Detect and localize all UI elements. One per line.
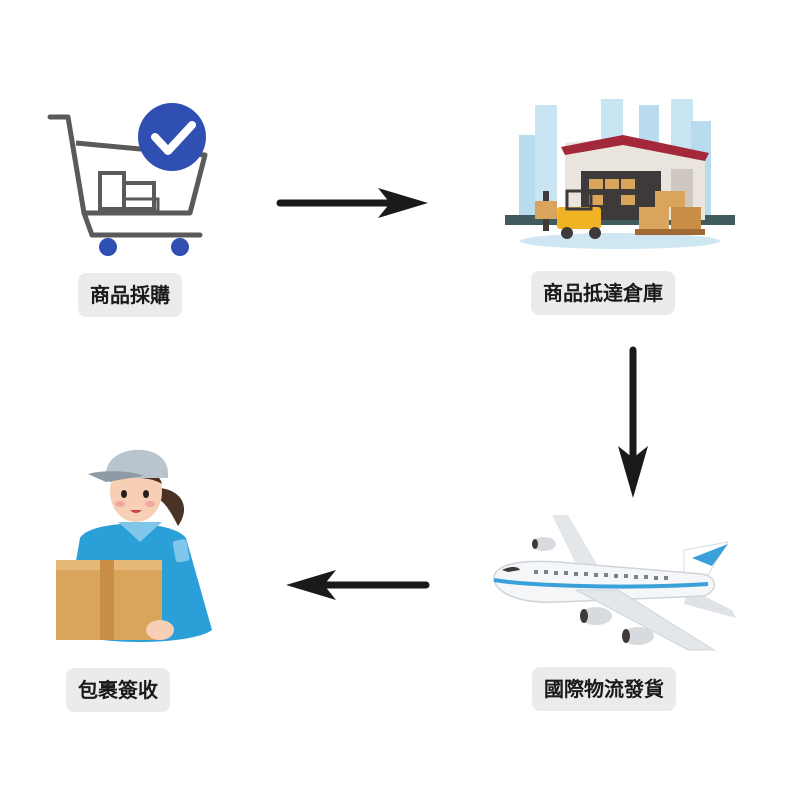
- step-shipping: 國際物流發貨: [488, 510, 753, 720]
- step-label-delivery: 包裹簽收: [66, 668, 170, 712]
- step-label-purchase: 商品採購: [78, 273, 182, 317]
- step-label-shipping: 國際物流發貨: [532, 667, 676, 711]
- step-delivery: 包裹簽收: [40, 430, 220, 720]
- airplane-icon: [493, 515, 736, 651]
- step-label-warehouse: 商品抵達倉庫: [531, 271, 675, 315]
- arrow-left-icon: [286, 570, 430, 600]
- check-badge-icon: [138, 103, 206, 171]
- step-warehouse: 商品抵達倉庫: [505, 95, 745, 320]
- arrow-right-icon: [276, 188, 428, 218]
- step-purchase: 商品採購: [40, 95, 240, 317]
- warehouse-forklift-icon: [505, 99, 735, 249]
- courier-package-icon: [56, 449, 212, 642]
- shopping-cart-check-icon: [47, 103, 208, 256]
- arrow-down-icon: [618, 346, 648, 498]
